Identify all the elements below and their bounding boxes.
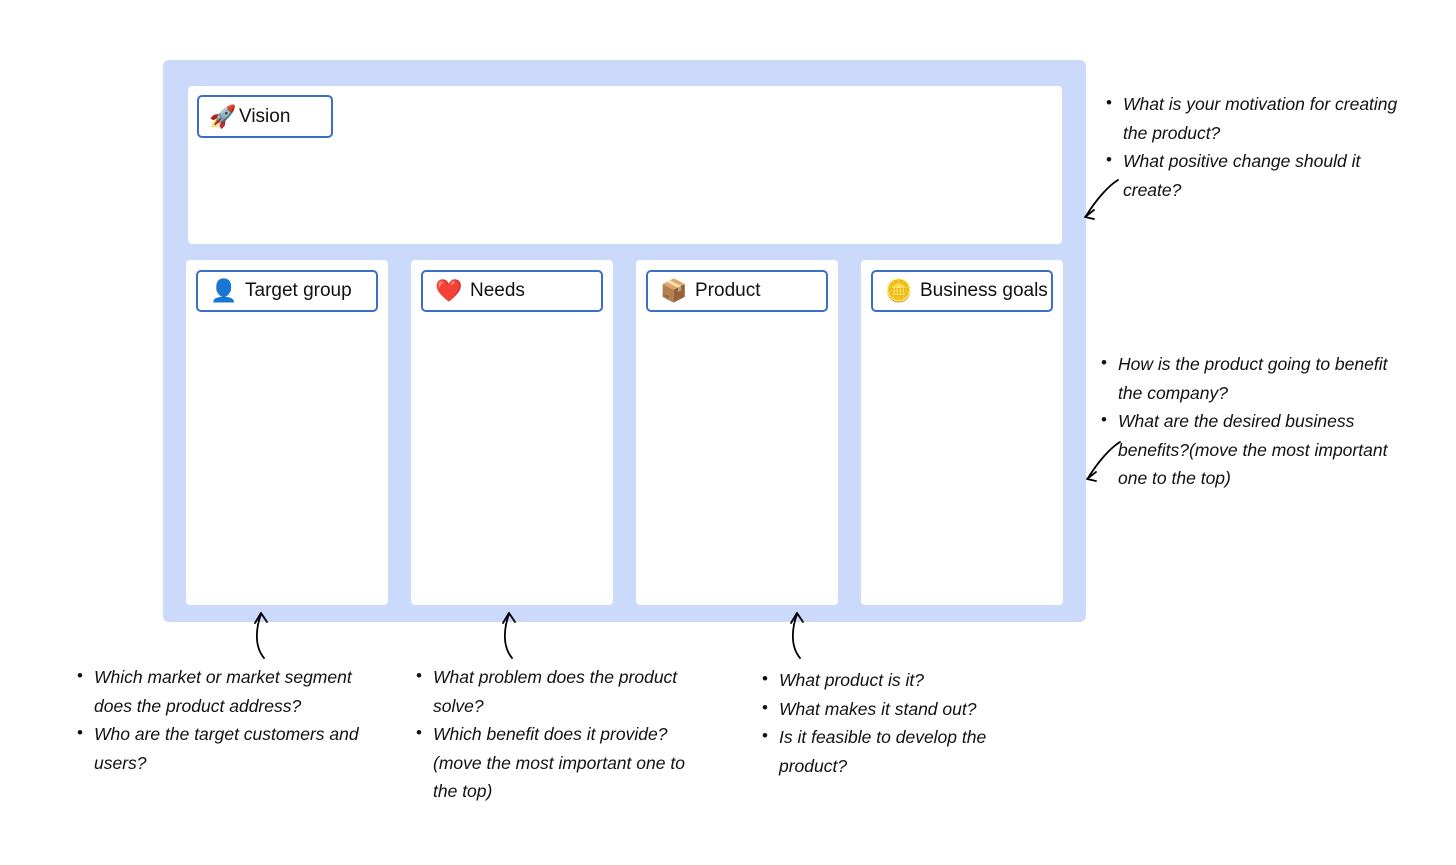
- needs-label: Needs: [470, 280, 525, 301]
- needs-header-pill[interactable]: ❤️ Needs: [421, 270, 603, 312]
- bust-in-silhouette-icon: 👤: [210, 278, 238, 303]
- note-vision-list: What is your motivation for creating the…: [1101, 89, 1401, 204]
- column-row: 👤 Target group ❤️ Needs 📦 Product 🪙 Busi…: [186, 260, 1063, 605]
- heart-icon: ❤️: [435, 278, 463, 303]
- list-item: Which benefit does it provide? (move the…: [416, 719, 711, 806]
- package-icon: 📦: [660, 278, 688, 303]
- note-business-goals: How is the product going to benefit the …: [1096, 349, 1401, 493]
- list-item: What is your motivation for creating the…: [1106, 89, 1401, 147]
- coin-icon: 🪙: [885, 278, 913, 303]
- list-item: Is it feasible to develop the product?: [762, 722, 1037, 780]
- list-item: How is the product going to benefit the …: [1101, 349, 1401, 407]
- note-needs: What problem does the product solve? Whi…: [411, 662, 711, 806]
- vision-header-pill[interactable]: 🚀 Vision: [197, 95, 333, 138]
- list-item: What are the desired business benefits?(…: [1101, 406, 1401, 493]
- vision-label: Vision: [239, 105, 291, 127]
- arrow-head: [1086, 471, 1097, 482]
- needs-card[interactable]: ❤️ Needs: [411, 260, 613, 605]
- product-vision-board: 🚀 Vision 👤 Target group ❤️ Needs 📦 Produ…: [163, 60, 1086, 622]
- target-group-label: Target group: [245, 280, 352, 301]
- note-vision: What is your motivation for creating the…: [1101, 89, 1401, 204]
- note-target-group: Which market or market segment does the …: [72, 662, 372, 777]
- vision-card[interactable]: 🚀 Vision: [188, 86, 1062, 244]
- list-item: Who are the target customers and users?: [77, 719, 372, 777]
- list-item: What product is it?: [762, 665, 1037, 695]
- list-item: Which market or market segment does the …: [77, 662, 372, 720]
- note-needs-list: What problem does the product solve? Whi…: [411, 662, 711, 806]
- target-group-card[interactable]: 👤 Target group: [186, 260, 388, 605]
- product-label: Product: [695, 280, 761, 301]
- note-product: What product is it? What makes it stand …: [757, 665, 1037, 780]
- target-group-header-pill[interactable]: 👤 Target group: [196, 270, 378, 312]
- business-goals-card[interactable]: 🪙 Business goals: [861, 260, 1063, 605]
- list-item: What positive change should it create?: [1106, 146, 1401, 204]
- note-product-list: What product is it? What makes it stand …: [757, 665, 1037, 780]
- business-goals-header-pill[interactable]: 🪙 Business goals: [871, 270, 1053, 312]
- rocket-icon: 🚀: [209, 103, 237, 129]
- product-header-pill[interactable]: 📦 Product: [646, 270, 828, 312]
- list-item: What makes it stand out?: [762, 694, 1037, 724]
- list-item: What problem does the product solve?: [416, 662, 711, 720]
- note-target-group-list: Which market or market segment does the …: [72, 662, 372, 777]
- business-goals-label: Business goals: [920, 280, 1048, 301]
- product-card[interactable]: 📦 Product: [636, 260, 838, 605]
- note-business-goals-list: How is the product going to benefit the …: [1096, 349, 1401, 493]
- arrow-head: [1084, 209, 1095, 220]
